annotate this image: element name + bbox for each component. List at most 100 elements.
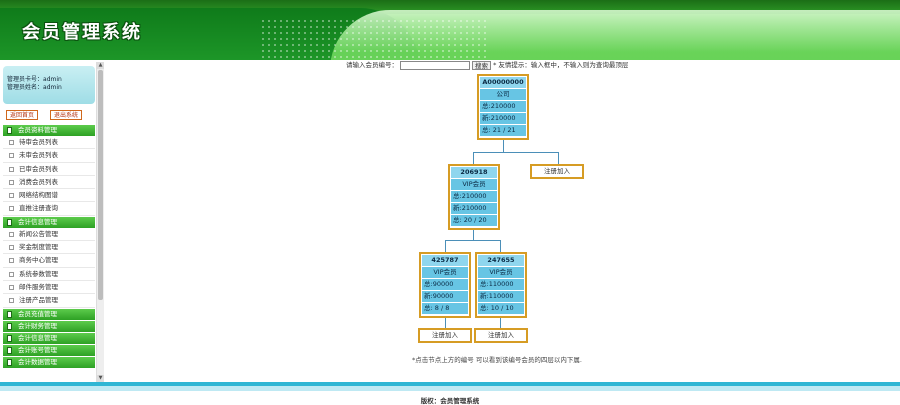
bullet-icon [9, 284, 14, 290]
menu-item-label: 新闻公告管理 [19, 229, 58, 238]
menu-item-label: 网络结构图谱 [19, 191, 58, 200]
menu-item-label: 邮件服务管理 [19, 282, 58, 291]
register-join-button[interactable]: 注册加入 [530, 164, 584, 179]
logout-button[interactable]: 退出系统 [50, 110, 83, 120]
menu-category-label: 会计信息管理 [18, 333, 57, 342]
node-new: 新:210000 [451, 203, 497, 214]
menu-category-data[interactable]: 会计数据管理 [3, 356, 95, 368]
node-count: 总: 10 / 10 [478, 303, 524, 314]
menu-item-label: 直推注册查询 [19, 204, 58, 213]
search-button[interactable]: 搜索 [472, 60, 491, 70]
menu-item[interactable]: 网络结构图谱 [3, 189, 95, 203]
tree-connector [500, 316, 501, 328]
node-type: VIP会员 [451, 179, 497, 190]
bullet-icon [9, 258, 14, 264]
footer-stripe [0, 382, 900, 386]
admin-card-row: 管理员卡号：admin [7, 76, 91, 84]
node-id-link[interactable]: 247655 [478, 255, 524, 266]
footer: 版权：会员管理系统 [0, 382, 900, 405]
footer-stripe-light [0, 386, 900, 391]
node-id-link[interactable]: A00000000 [480, 77, 526, 88]
menu-category-label: 会计数据管理 [18, 357, 57, 366]
menu-category-label: 会计账号管理 [18, 345, 57, 354]
member-node-level3-right: 247655 VIP会员 总:110000 新:110000 总: 10 / 1… [475, 252, 527, 318]
node-id-link[interactable]: 206918 [451, 167, 497, 178]
header-dots [260, 18, 490, 58]
tree-connector [473, 152, 474, 164]
tree-note: *点击节点上方的编号 可以看到该编号会员的四层以内下属. [412, 356, 582, 364]
tree-connector [503, 140, 504, 152]
node-id-link[interactable]: 425787 [422, 255, 468, 266]
menu-item[interactable]: 直推注册查询 [3, 202, 95, 216]
tree-connector [445, 240, 446, 252]
menu-item[interactable]: 注册产品管理 [3, 294, 95, 308]
book-icon [7, 358, 12, 366]
copyright: 版权：会员管理系统 [420, 397, 480, 405]
menu-item[interactable]: 奖金制度管理 [3, 241, 95, 255]
register-join-button[interactable]: 注册加入 [474, 328, 528, 343]
node-total: 总:210000 [451, 191, 497, 202]
bullet-icon [9, 140, 14, 145]
bullet-icon [9, 179, 14, 185]
admin-card-value: admin [43, 76, 62, 83]
admin-card-label: 管理员卡号： [7, 76, 44, 83]
tree-connector [473, 152, 559, 153]
bullet-icon [9, 231, 14, 237]
search-label: 请输入会员编号： [346, 61, 398, 69]
book-icon [7, 346, 12, 354]
menu-category-account[interactable]: 会计账号管理 [3, 344, 95, 356]
tree-connector [500, 240, 501, 252]
menu-item[interactable]: 商务中心管理 [3, 254, 95, 268]
bullet-icon [9, 298, 14, 304]
admin-name-value: admin [43, 84, 62, 91]
member-id-input[interactable] [400, 60, 470, 70]
book-icon [7, 310, 12, 318]
tree-connector [445, 316, 446, 328]
menu-item[interactable]: 邮件服务管理 [3, 281, 95, 295]
menu-item[interactable]: 已审会员列表 [3, 163, 95, 176]
scroll-thumb[interactable] [98, 70, 103, 300]
menu-category-label: 会计信息管理 [18, 217, 57, 226]
scroll-up-icon[interactable]: ▲ [97, 62, 104, 69]
sidebar-scrollbar[interactable]: ▲ ▼ [96, 62, 104, 382]
menu-item-label: 已审会员列表 [19, 164, 58, 173]
admin-name-label: 管理员姓名： [7, 84, 44, 91]
tree-connector [473, 228, 474, 240]
menu-item[interactable]: 消费会员列表 [3, 176, 95, 190]
register-join-button[interactable]: 注册加入 [418, 328, 472, 343]
page-title: 会员管理系统 [22, 22, 142, 43]
sidebar: 管理员卡号：admin 管理员姓名：admin 返回首页 退出系统 会员资料管理… [0, 60, 106, 382]
menu-item[interactable]: 未审会员列表 [3, 149, 95, 163]
node-type: 公司 [480, 89, 526, 100]
menu-item-label: 奖金制度管理 [19, 243, 58, 252]
menu-item[interactable]: 系统参数管理 [3, 268, 95, 281]
menu-category-recharge[interactable]: 会员充值管理 [3, 308, 95, 320]
search-hint: * 友情提示：输入框中，不输入则为查询最顶层 [493, 61, 629, 69]
node-total: 总:110000 [478, 279, 524, 290]
menu-item-label: 未审会员列表 [19, 151, 58, 160]
book-icon [7, 127, 12, 134]
node-count: 总: 8 / 8 [422, 303, 468, 314]
sidebar-menu: 会员资料管理 待审会员列表 未审会员列表 已审会员列表 消费会员列表 网络结构图… [3, 124, 95, 382]
admin-name-row: 管理员姓名：admin [7, 84, 91, 92]
bullet-icon [9, 193, 14, 199]
menu-category-finance[interactable]: 会计财务管理 [3, 320, 95, 332]
member-node-level3-left: 425787 VIP会员 总:90000 新:90000 总: 8 / 8 [419, 252, 471, 318]
admin-info: 管理员卡号：admin 管理员姓名：admin [3, 66, 95, 104]
home-button[interactable]: 返回首页 [6, 110, 39, 120]
menu-category-label: 会员资料管理 [18, 126, 57, 134]
menu-category-info[interactable]: 会计信息管理 [3, 216, 95, 228]
menu-item-label: 消费会员列表 [19, 177, 58, 186]
scroll-down-icon[interactable]: ▼ [97, 375, 104, 382]
node-count: 总: 21 / 21 [480, 125, 526, 136]
menu-category-info-2[interactable]: 会计信息管理 [3, 332, 95, 344]
bullet-icon [9, 206, 14, 212]
menu-category-label: 会计财务管理 [18, 321, 57, 330]
member-node-level2: 206918 VIP会员 总:210000 新:210000 总: 20 / 2… [448, 164, 500, 230]
main-content: 请输入会员编号： 搜索 * 友情提示：输入框中，不输入则为查询最顶层 A00000… [108, 60, 900, 382]
node-type: VIP会员 [422, 267, 468, 278]
book-icon [7, 218, 12, 226]
menu-item[interactable]: 待审会员列表 [3, 136, 95, 150]
menu-category-member-data[interactable]: 会员资料管理 [3, 125, 95, 136]
menu-item[interactable]: 新闻公告管理 [3, 228, 95, 242]
